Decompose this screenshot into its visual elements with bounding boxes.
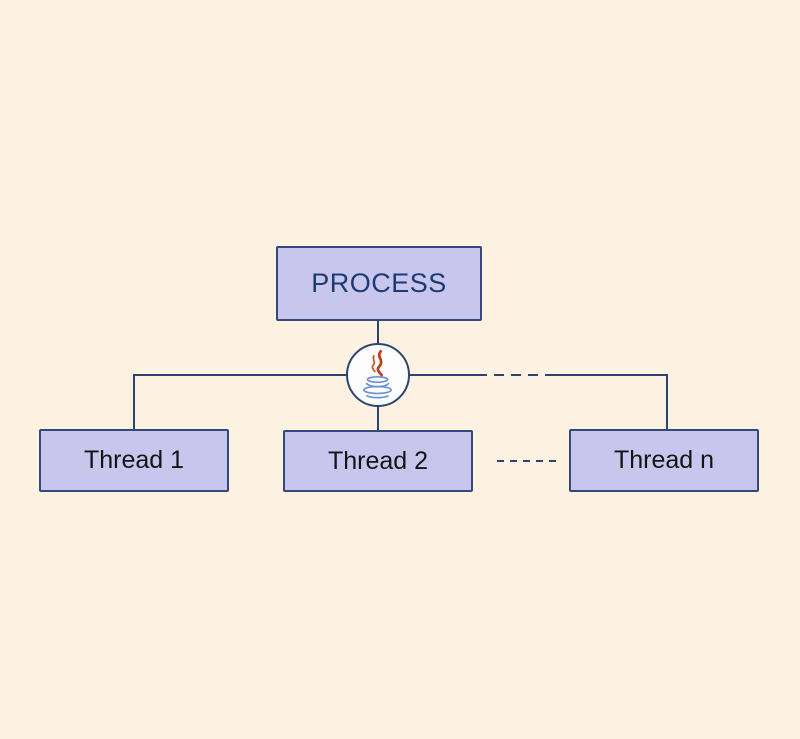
thread-1-node: Thread 1 — [39, 429, 229, 492]
process-node: PROCESS — [276, 246, 482, 321]
left-branch-connector — [133, 374, 347, 430]
thread-n-node-label: Thread n — [613, 446, 715, 474]
thread-2-node-label: Thread 2 — [327, 446, 429, 475]
thread-2-node: Thread 2 — [283, 430, 473, 492]
right-branch-to-threadn-connector — [551, 374, 668, 430]
process-node-label: PROCESS — [311, 268, 447, 298]
thread-n-node: Thread n — [569, 429, 759, 492]
java-logo-badge — [346, 343, 410, 407]
thread-1-node-label: Thread 1 — [83, 446, 185, 474]
java-logo-icon — [363, 350, 393, 399]
